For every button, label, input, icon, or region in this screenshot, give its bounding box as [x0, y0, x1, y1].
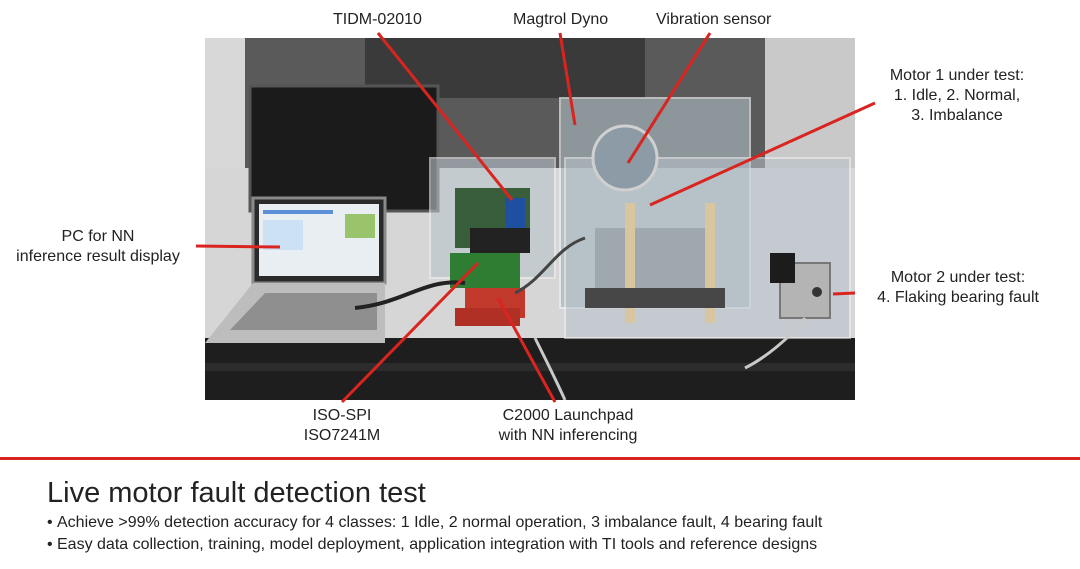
label-motor2-line2: 4. Flaking bearing fault — [877, 289, 1039, 306]
bullet-list: •Achieve >99% detection accuracy for 4 c… — [47, 512, 822, 556]
section-divider — [0, 457, 1080, 460]
label-motor1-line2: 1. Idle, 2. Normal, — [893, 87, 1021, 104]
bullet-text: Achieve >99% detection accuracy for 4 cl… — [57, 514, 823, 531]
label-isospi-line1: ISO-SPI — [312, 407, 372, 424]
label-c2000-line2: with NN inferencing — [498, 427, 638, 444]
slide-title: Live motor fault detection test — [47, 477, 426, 509]
label-motor2: Motor 2 under test: 4. Flaking bearing f… — [858, 268, 1058, 308]
bullet-icon: • — [47, 536, 53, 553]
bullet-item: •Achieve >99% detection accuracy for 4 c… — [47, 512, 822, 534]
bullet-text: Easy data collection, training, model de… — [57, 536, 818, 553]
lab-setup-photo — [205, 38, 855, 400]
label-motor1-line1: Motor 1 under test: — [889, 67, 1025, 84]
label-c2000: C2000 Launchpad with NN inferencing — [478, 406, 658, 446]
label-isospi-line2: ISO7241M — [303, 427, 381, 444]
label-motor2-line1: Motor 2 under test: — [890, 269, 1026, 286]
label-tidm: TIDM-02010 — [333, 11, 422, 28]
motor-icon — [770, 253, 831, 319]
bullet-item: •Easy data collection, training, model d… — [47, 534, 822, 556]
label-vibration-sensor: Vibration sensor — [656, 11, 772, 28]
label-pc-line2: inference result display — [16, 248, 180, 265]
label-pc-line1: PC for NN — [61, 228, 135, 245]
label-c2000-line1: C2000 Launchpad — [502, 407, 634, 424]
label-isospi: ISO-SPI ISO7241M — [277, 406, 407, 446]
label-pc: PC for NN inference result display — [0, 227, 196, 267]
label-motor1-line3: 3. Imbalance — [911, 107, 1003, 124]
label-magtrol: Magtrol Dyno — [513, 11, 609, 28]
bullet-icon: • — [47, 514, 53, 531]
label-motor1: Motor 1 under test: 1. Idle, 2. Normal, … — [872, 66, 1042, 126]
